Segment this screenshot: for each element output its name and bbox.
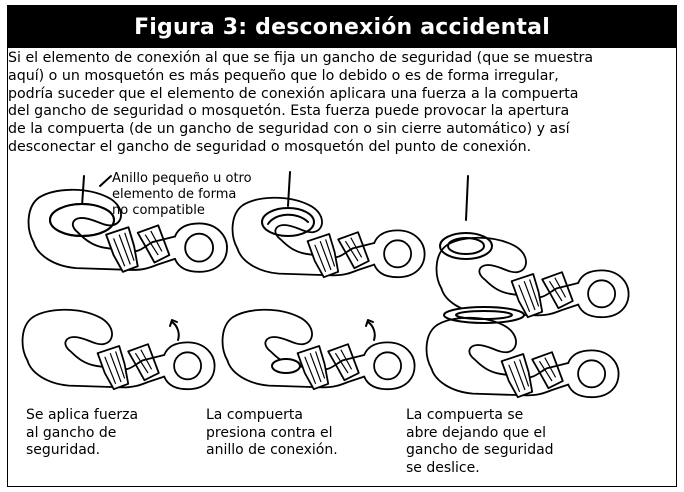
hook-illustration — [425, 306, 620, 399]
caption-line: se deslice. — [406, 459, 480, 476]
small-ring-overlap — [267, 213, 309, 225]
intro-paragraph: Si el elemento de conexión al que se fij… — [8, 50, 668, 157]
caption-line: gancho de seguridad — [406, 442, 554, 459]
caption-line: abre dejando que el — [406, 424, 547, 441]
figure-frame: Figura 3: desconexión accidental — [7, 5, 677, 487]
intro-line: aquí) o un mosquetón es más pequeño que … — [8, 67, 559, 84]
force-arrow-icon — [367, 321, 376, 341]
intro-line: desconectar el gancho de seguridad o mos… — [8, 138, 532, 155]
intro-line: de la compuerta (de un gancho de segurid… — [8, 121, 570, 138]
caption-line: presiona contra el — [206, 424, 333, 441]
callout-line: no compatible — [112, 203, 205, 218]
caption-line: La compuerta — [206, 407, 303, 423]
caption-step-3: La compuerta se abre dejando que el ganc… — [406, 407, 596, 477]
force-arrow-head — [365, 319, 374, 327]
small-ring-icon — [271, 358, 301, 374]
ring-stem — [287, 171, 291, 207]
intro-line: del gancho de seguridad o mosquetón. Est… — [8, 103, 570, 120]
intro-line: podría suceder que el elemento de conexi… — [8, 85, 579, 102]
ring-callout: Anillo pequeño u otro elemento de forma … — [112, 171, 302, 219]
caption-step-1: Se aplica fuerza al gancho de seguridad. — [26, 407, 196, 460]
caption-line: Se aplica fuerza — [26, 407, 139, 423]
hook-illustration — [435, 175, 630, 319]
hook-illustration — [27, 175, 228, 273]
force-arrow-head — [169, 319, 178, 327]
ring-stem — [465, 175, 469, 221]
figure-title: Figura 3: desconexión accidental — [8, 6, 676, 48]
caption-line: seguridad. — [26, 442, 101, 459]
caption-line: al gancho de — [26, 424, 117, 441]
hook-illustration — [231, 171, 426, 279]
callout-leader — [99, 175, 112, 187]
caption-line: La compuerta se — [406, 407, 524, 423]
hook-illustration — [21, 308, 216, 391]
small-ring-outline — [49, 203, 115, 237]
force-arrow-icon — [171, 321, 180, 341]
hook-illustration — [221, 308, 416, 391]
intro-line: Si el elemento de conexión al que se fij… — [8, 50, 594, 66]
caption-step-2: La compuerta presiona contra el anillo d… — [206, 407, 396, 460]
caption-line: anillo de conexión. — [206, 442, 338, 459]
callout-line: Anillo pequeño u otro — [112, 171, 252, 186]
callout-line: elemento de forma — [112, 187, 237, 202]
